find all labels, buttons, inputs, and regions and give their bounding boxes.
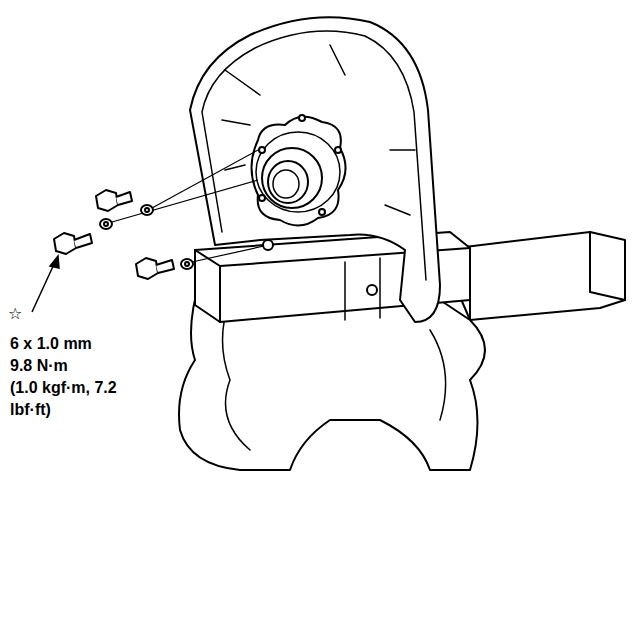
bolt-size: 6 x 1.0 mm xyxy=(10,333,170,355)
hub-bearing xyxy=(262,148,322,208)
bolt xyxy=(54,190,193,279)
splash-shield xyxy=(190,17,440,322)
torque-conversion: (1.0 kgf·m, 7.2 lbf·ft) xyxy=(10,377,120,421)
torque-symbol: ☆ xyxy=(8,303,38,325)
hub-flange xyxy=(252,117,346,226)
torque-value: 9.8 N·m xyxy=(10,355,170,377)
callout-arrow xyxy=(32,256,59,312)
